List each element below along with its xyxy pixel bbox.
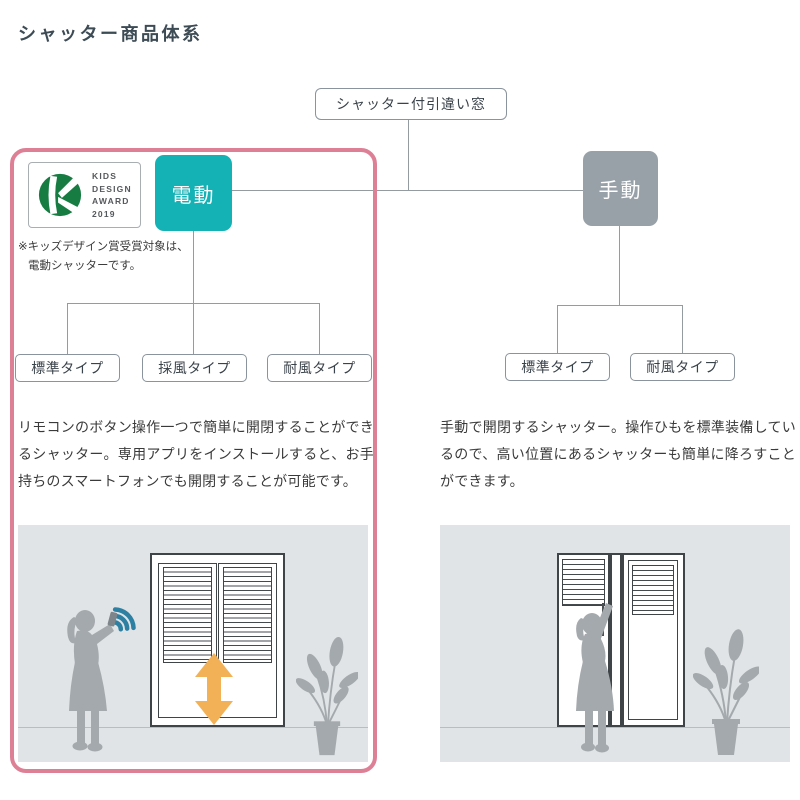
connector-root-vertical	[408, 118, 409, 190]
award-text: KIDS DESIGN AWARD 2019	[92, 171, 132, 219]
connector-manual-branch	[557, 305, 683, 306]
electric-shutter-illustration	[18, 525, 368, 762]
plant-icon	[296, 636, 358, 756]
shutter-slats	[223, 567, 272, 663]
connector-stub-manual-2	[682, 305, 683, 353]
award-note: ※キッズデザイン賞受賞対象は、 電動シャッターです。	[18, 241, 189, 272]
manual-description: 手動で開閉するシャッター。操作ひもを標準装備しているので、高い位置にあるシャッタ…	[440, 419, 796, 489]
up-down-arrow-icon	[195, 653, 233, 725]
connector-stub-manual-1	[557, 305, 558, 353]
node-electric: 電動	[155, 155, 232, 231]
window-mullion	[610, 553, 622, 727]
shutter-panel-right	[622, 553, 685, 727]
node-root-window: シャッター付引違い窓	[315, 88, 507, 120]
shutter-panel-right	[218, 563, 277, 718]
electric-highlight-frame	[10, 148, 377, 773]
electric-description: リモコンのボタン操作一つで簡単に開閉することができるシャッター。専用アプリをイン…	[18, 419, 374, 489]
type-manual-standard: 標準タイプ	[505, 353, 610, 381]
page-title: シャッター商品体系	[18, 24, 203, 44]
shutter-slats	[632, 565, 674, 615]
connector-stub-electric-1	[67, 303, 68, 354]
manual-shutter-illustration	[440, 525, 790, 762]
connector-stub-electric-2	[193, 303, 194, 354]
shutter-slats	[163, 567, 212, 663]
type-electric-ventilation: 採風タイプ	[142, 354, 247, 382]
node-manual: 手動	[583, 151, 658, 226]
floor-line	[18, 727, 368, 728]
person-cord-icon	[576, 603, 614, 753]
connector-manual-vertical	[619, 226, 620, 305]
kids-design-award-badge: KIDS DESIGN AWARD 2019	[28, 162, 141, 228]
type-electric-windresistant: 耐風タイプ	[267, 354, 372, 382]
connector-electric-vertical	[193, 231, 194, 303]
connector-stub-electric-3	[319, 303, 320, 354]
shutter-slats	[562, 559, 605, 606]
kids-design-award-logo-icon	[38, 173, 82, 217]
floor-line	[440, 727, 790, 728]
plant-icon	[693, 629, 759, 755]
shutter-panel-left	[158, 563, 217, 718]
type-manual-windresistant: 耐風タイプ	[630, 353, 735, 381]
inner-panel	[628, 560, 678, 720]
connector-main-horizontal	[232, 190, 584, 191]
type-electric-standard: 標準タイプ	[15, 354, 120, 382]
person-remote-icon	[67, 610, 118, 752]
